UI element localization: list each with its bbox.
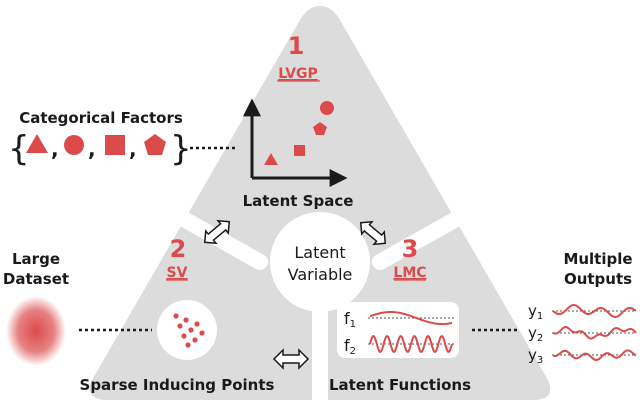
dataset-title-line1: Large	[12, 250, 60, 268]
dataset-cloud	[6, 296, 66, 366]
categorical-title: Categorical Factors	[19, 109, 183, 127]
double-arrow-bottom	[272, 348, 310, 370]
open-brace: {	[8, 129, 30, 169]
lmc-number: 3	[402, 235, 419, 263]
f1-curve	[369, 310, 453, 326]
triangle-background	[89, 6, 551, 400]
sv-number: 2	[170, 235, 187, 263]
y1-curve	[552, 304, 637, 318]
y2-label: y2	[528, 324, 543, 344]
lvgp-number: 1	[288, 32, 305, 60]
dataset-title-line2: Dataset	[3, 270, 69, 288]
sparse-points-circle	[157, 300, 217, 360]
f1-label: f1	[344, 309, 356, 330]
sparse-points	[173, 313, 205, 348]
comma: ,	[51, 137, 59, 161]
double-arrow-left	[203, 219, 231, 245]
triangle-icon	[26, 134, 48, 153]
f2-label: f2	[344, 336, 356, 357]
lvgp-caption: Latent Space	[243, 192, 354, 210]
separator-right	[372, 192, 498, 270]
outputs-title-line1: Multiple	[563, 250, 632, 268]
pentagon-icon	[313, 122, 327, 135]
center-line1: Latent	[294, 243, 345, 262]
comma: ,	[129, 137, 137, 161]
close-brace: }	[170, 129, 192, 169]
circle-icon	[64, 135, 84, 155]
square-icon	[294, 145, 305, 156]
triangle-icon	[264, 153, 278, 165]
y1-label: y1	[528, 302, 543, 322]
y2-curve	[552, 326, 637, 340]
sv-acronym: SV	[167, 265, 188, 281]
circle-icon	[320, 101, 334, 115]
double-arrow-right	[359, 220, 387, 246]
sv-caption: Sparse Inducing Points	[80, 376, 275, 394]
lmc-acronym: LMC	[393, 265, 426, 281]
f2-curve	[369, 334, 453, 354]
center-circle	[270, 212, 370, 312]
y3-curve	[552, 349, 637, 361]
outputs-title-line2: Outputs	[564, 270, 632, 288]
latent-space-axes	[243, 98, 348, 187]
center-line2: Variable	[288, 265, 353, 284]
square-icon	[105, 135, 125, 155]
comma: ,	[88, 137, 96, 161]
y3-label: y3	[528, 346, 543, 366]
pentagon-icon	[144, 134, 166, 155]
lvgp-acronym: LVGP	[278, 66, 318, 82]
lmc-caption: Latent Functions	[329, 376, 471, 394]
